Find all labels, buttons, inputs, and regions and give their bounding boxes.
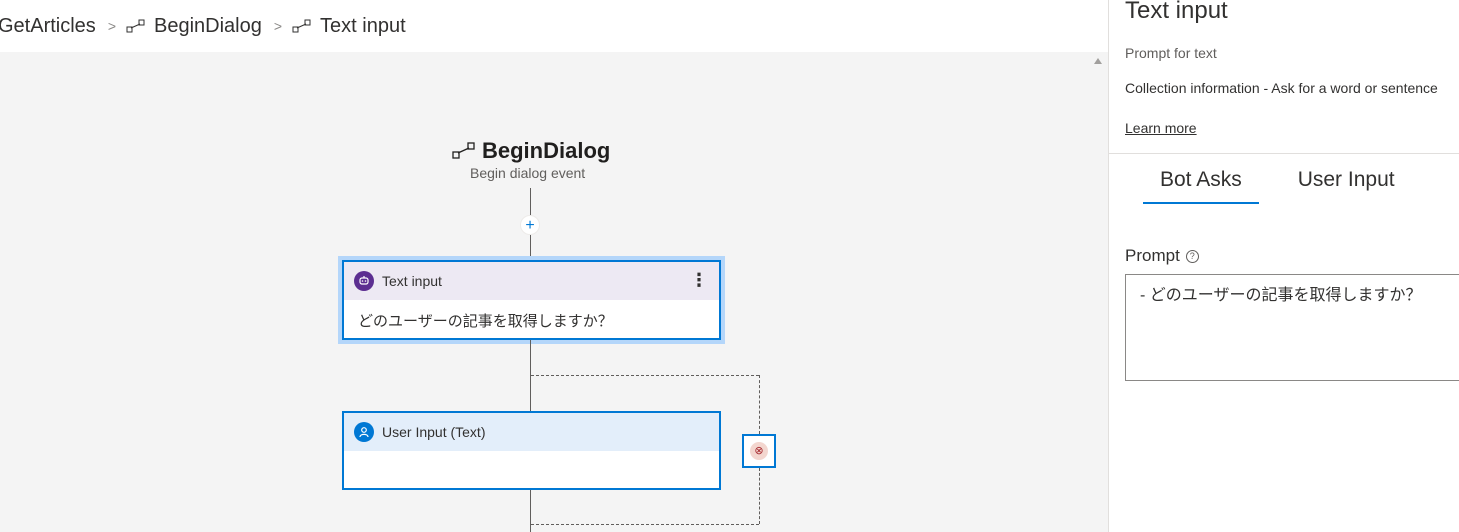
event-title: BeginDialog xyxy=(452,138,610,164)
node-header: User Input (Text) xyxy=(344,413,719,451)
connector-line xyxy=(530,490,531,532)
panel-tabs: Bot Asks User Input xyxy=(1143,168,1412,204)
loop-line xyxy=(759,468,760,524)
tab-bot-asks[interactable]: Bot Asks xyxy=(1143,168,1259,204)
help-icon[interactable]: ? xyxy=(1185,249,1199,263)
node-prompt-text: どのユーザーの記事を取得しますか？ xyxy=(358,313,613,330)
node-header: Text input ⋮ xyxy=(344,262,719,300)
breadcrumb-label: GetArticles xyxy=(0,14,96,37)
breadcrumb-label: Text input xyxy=(320,14,406,37)
prompt-field-label: Prompt ? xyxy=(1125,246,1199,266)
event-subtitle: Begin dialog event xyxy=(470,165,586,181)
node-title: Text input xyxy=(382,273,442,289)
connector-line xyxy=(530,340,531,411)
arrow-down-icon xyxy=(527,256,535,262)
divider xyxy=(1109,153,1459,154)
text-input-node[interactable]: Text input ⋮ どのユーザーの記事を取得しますか？ xyxy=(342,260,721,340)
prompt-label: Prompt xyxy=(1125,246,1180,265)
panel-description: Collection information - Ask for a word … xyxy=(1125,80,1438,96)
dialog-flow-icon xyxy=(452,142,475,159)
breadcrumb-label: BeginDialog xyxy=(154,14,262,37)
panel-subtitle: Prompt for text xyxy=(1125,45,1217,61)
tab-user-input[interactable]: User Input xyxy=(1297,168,1395,191)
add-action-button[interactable]: + xyxy=(520,215,540,235)
prompt-editor[interactable]: - どのユーザーの記事を取得しますか？ xyxy=(1125,274,1459,381)
connector-line xyxy=(530,188,531,215)
breadcrumb-item-getarticles[interactable]: GetArticles xyxy=(0,15,96,38)
node-body xyxy=(344,451,719,471)
connector-line xyxy=(530,235,531,259)
cancel-circle-icon: ⊗ xyxy=(750,442,768,460)
scroll-up-arrow-icon[interactable] xyxy=(1094,58,1102,64)
breadcrumb: GetArticles > BeginDialog > Text input xyxy=(0,0,1108,52)
learn-more-link[interactable]: Learn more xyxy=(1125,120,1197,136)
node-title: User Input (Text) xyxy=(382,424,486,440)
more-options-icon[interactable]: ⋮ xyxy=(690,270,708,290)
vertical-scrollbar[interactable] xyxy=(1088,52,1108,532)
reprompt-node[interactable]: ⊗ xyxy=(742,434,776,468)
breadcrumb-item-begindialog[interactable]: BeginDialog xyxy=(126,15,262,38)
flow-canvas[interactable]: BeginDialog Begin dialog event + Text in… xyxy=(0,52,1108,532)
event-title-label: BeginDialog xyxy=(482,138,611,163)
breadcrumb-item-text-input[interactable]: Text input xyxy=(292,15,406,38)
chevron-right-icon: > xyxy=(273,18,283,34)
properties-panel: Text input Prompt for text Collection in… xyxy=(1108,0,1459,532)
panel-title: Text input xyxy=(1125,0,1228,24)
bot-icon xyxy=(354,271,374,291)
loop-line xyxy=(531,375,759,376)
user-input-node[interactable]: User Input (Text) xyxy=(342,411,721,490)
dialog-flow-icon xyxy=(292,19,311,33)
loop-line xyxy=(759,375,760,434)
dialog-flow-icon xyxy=(126,19,145,33)
chevron-right-icon: > xyxy=(107,18,116,34)
user-icon xyxy=(354,422,374,442)
loop-line xyxy=(531,524,759,525)
